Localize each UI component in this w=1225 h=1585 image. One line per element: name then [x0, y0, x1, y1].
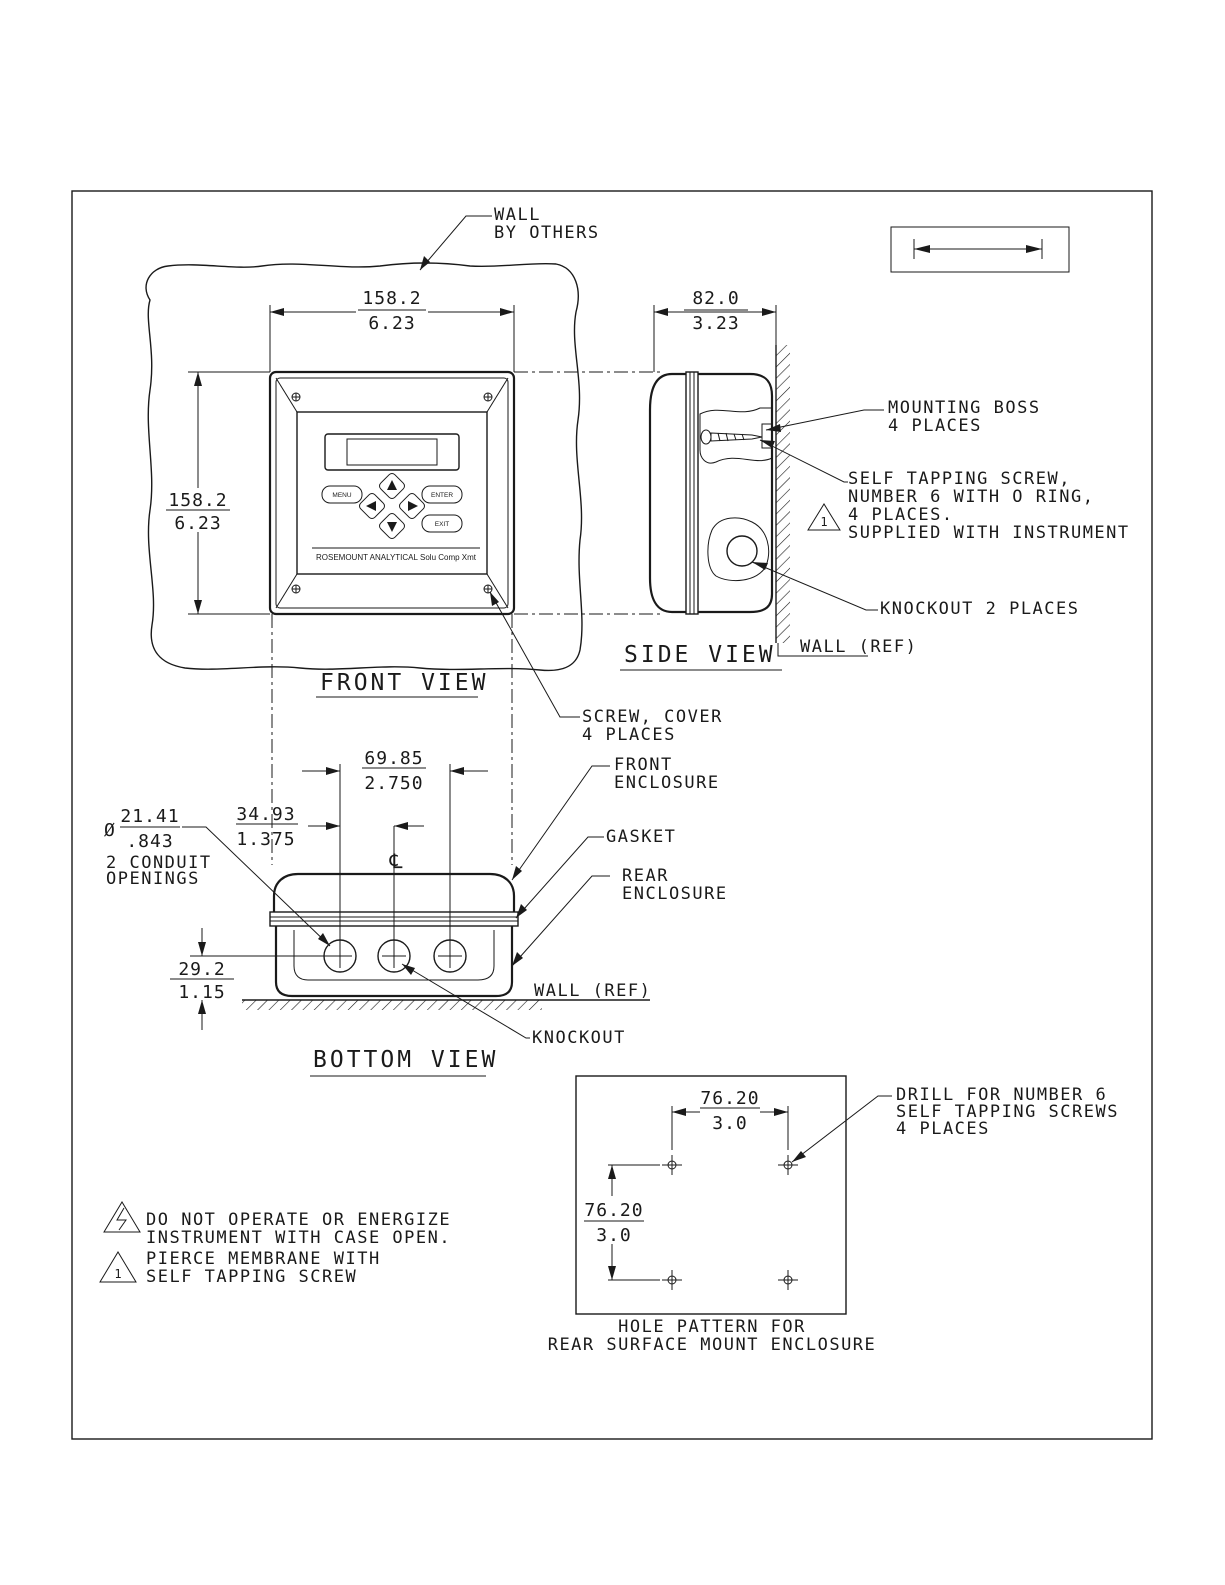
side-rear-enclosure — [698, 372, 774, 614]
shock-note-2: INSTRUMENT WITH CASE OPEN. — [146, 1228, 451, 1248]
note-1-line-2: SELF TAPPING SCREW — [146, 1267, 357, 1287]
centerline-icon: ℄ — [389, 849, 403, 873]
mounting-boss-label-1: MOUNTING BOSS — [888, 398, 1041, 418]
brand-logo: ROSEMOUNT ANALYTICAL — [316, 553, 419, 562]
electric-shock-warning-icon — [103, 1201, 141, 1233]
side-depth-in: 3.23 — [692, 313, 739, 334]
gasket-label: GASKET — [606, 827, 676, 847]
bottom-height-in: 1.15 — [178, 982, 225, 1003]
screw-cover-label-2: 4 PLACES — [582, 725, 676, 745]
side-view-title: SIDE VIEW — [624, 642, 776, 668]
hole-pattern-panel — [575, 1075, 847, 1315]
screw-icon — [700, 429, 763, 445]
keypad: MENU ENTER EXIT — [321, 473, 463, 539]
bottom-gasket — [269, 911, 519, 927]
hole-pattern-caption-2: REAR SURFACE MOUNT ENCLOSURE — [548, 1335, 877, 1355]
diameter-symbol: Ø — [104, 820, 116, 841]
notes: DO NOT OPERATE OR ENERGIZE INSTRUMENT WI… — [99, 1201, 451, 1287]
diameter-in: .843 — [126, 831, 173, 852]
screw-label-4: SUPPLIED WITH INSTRUMENT — [848, 523, 1130, 543]
cover-screw-icons — [291, 392, 493, 594]
exit-button — [421, 514, 463, 533]
side-view: 82.0 3.23 MOUNTING BOSS 4 PLACES — [620, 288, 1130, 671]
knockout-bottom-label: KNOCKOUT — [532, 1028, 626, 1048]
knockout-label: KNOCKOUT 2 PLACES — [880, 599, 1080, 619]
front-height-in: 6.23 — [174, 513, 221, 534]
bottom-spacing-in: 2.750 — [364, 773, 423, 794]
arrow-left-icon — [359, 493, 385, 519]
bottom-wall-ref-label: WALL (REF) — [534, 981, 651, 1001]
arrow-down-icon — [379, 513, 405, 539]
front-panel — [296, 411, 488, 575]
instrument-front-outer — [268, 370, 516, 616]
hole-vertical-in: 3.0 — [596, 1225, 632, 1246]
bottom-view-title: BOTTOM VIEW — [313, 1047, 498, 1073]
lcd-display — [346, 438, 438, 466]
mounting-boss-label-2: 4 PLACES — [888, 416, 982, 436]
wall-label-2: BY OTHERS — [494, 223, 600, 243]
drill-label-1: DRILL FOR NUMBER 6 — [896, 1085, 1107, 1105]
note-1-triangle-icon: 1 — [807, 503, 841, 531]
svg-text:MENU: MENU — [332, 492, 351, 499]
drill-label-3: 4 PLACES — [896, 1119, 990, 1139]
front-width-in: 6.23 — [368, 313, 415, 334]
front-enclosure-label-1: FRONT — [614, 755, 673, 775]
front-view: WALL BY OTHERS 158.2 6.23 158.2 6.23 — [145, 205, 723, 865]
hole-pattern-caption-1: HOLE PATTERN FOR — [618, 1317, 806, 1337]
rear-enclosure-label-1: REAR — [622, 866, 669, 886]
side-knockout — [726, 535, 758, 567]
lcd-display-bezel — [324, 433, 460, 471]
wall-outline — [145, 262, 583, 672]
drill-label-2: SELF TAPPING SCREWS — [896, 1102, 1119, 1122]
front-view-title: FRONT VIEW — [320, 670, 488, 696]
front-enclosure-label-2: ENCLOSURE — [614, 773, 720, 793]
bottom-spacing-mm: 69.85 — [364, 748, 423, 769]
conduit-label-1: 2 CONDUIT — [106, 853, 212, 873]
wall-label-1: WALL — [494, 205, 541, 225]
enter-button — [421, 485, 463, 504]
bottom-offset-mm: 34.93 — [236, 804, 295, 825]
front-height-mm: 158.2 — [168, 490, 227, 511]
drawing-border — [71, 190, 1153, 1440]
hole-pattern: 76.20 3.0 76.20 3.0 DRILL FOR NUMBER 6 S… — [548, 1075, 1119, 1355]
bottom-front-enclosure — [272, 872, 516, 912]
hole-horizontal-mm: 76.20 — [700, 1088, 759, 1109]
svg-text:EXIT: EXIT — [435, 521, 449, 528]
bottom-rear-enclosure — [274, 926, 514, 998]
bottom-wall — [242, 1000, 542, 1010]
note-1-ref-icon: 1 — [99, 1251, 137, 1283]
scale-arrow-box — [890, 226, 1070, 273]
menu-button — [321, 485, 363, 504]
screw-label-3: 4 PLACES. — [848, 505, 954, 525]
side-wall-ref-label: WALL (REF) — [800, 637, 917, 657]
shock-note-1: DO NOT OPERATE OR ENERGIZE — [146, 1210, 451, 1230]
note-1-line-1: PIERCE MEMBRANE WITH — [146, 1249, 381, 1269]
screw-label-2: NUMBER 6 WITH O RING, — [848, 487, 1094, 507]
svg-text:1: 1 — [820, 515, 827, 529]
hole-horizontal-in: 3.0 — [712, 1113, 748, 1134]
screw-label-1: SELF TAPPING SCREW, — [848, 469, 1071, 489]
model-name: Solu Comp Xmt — [420, 553, 477, 562]
svg-text:1: 1 — [114, 1267, 121, 1281]
arrow-right-icon — [399, 493, 425, 519]
conduit-opening-icons — [323, 939, 467, 973]
bottom-height-mm: 29.2 — [178, 959, 225, 980]
bottom-view: 69.85 2.750 34.93 1.375 ℄ Ø 21.41 .843 2… — [104, 748, 728, 1077]
diameter-mm: 21.41 — [120, 806, 179, 827]
arrow-up-icon — [379, 473, 405, 499]
screw-cover-label-1: SCREW, COVER — [582, 707, 723, 727]
side-gasket — [685, 371, 699, 615]
front-width-mm: 158.2 — [362, 288, 421, 309]
svg-text:ENTER: ENTER — [431, 492, 453, 499]
hole-vertical-mm: 76.20 — [584, 1200, 643, 1221]
mounting-boss — [761, 423, 773, 449]
rear-enclosure-label-2: ENCLOSURE — [622, 884, 728, 904]
drill-hole-icons — [662, 1155, 798, 1290]
side-depth-mm: 82.0 — [692, 288, 739, 309]
side-wall — [776, 345, 790, 643]
bottom-offset-in: 1.375 — [236, 829, 295, 850]
conduit-label-2: OPENINGS — [106, 869, 200, 889]
side-front-enclosure — [648, 372, 686, 614]
